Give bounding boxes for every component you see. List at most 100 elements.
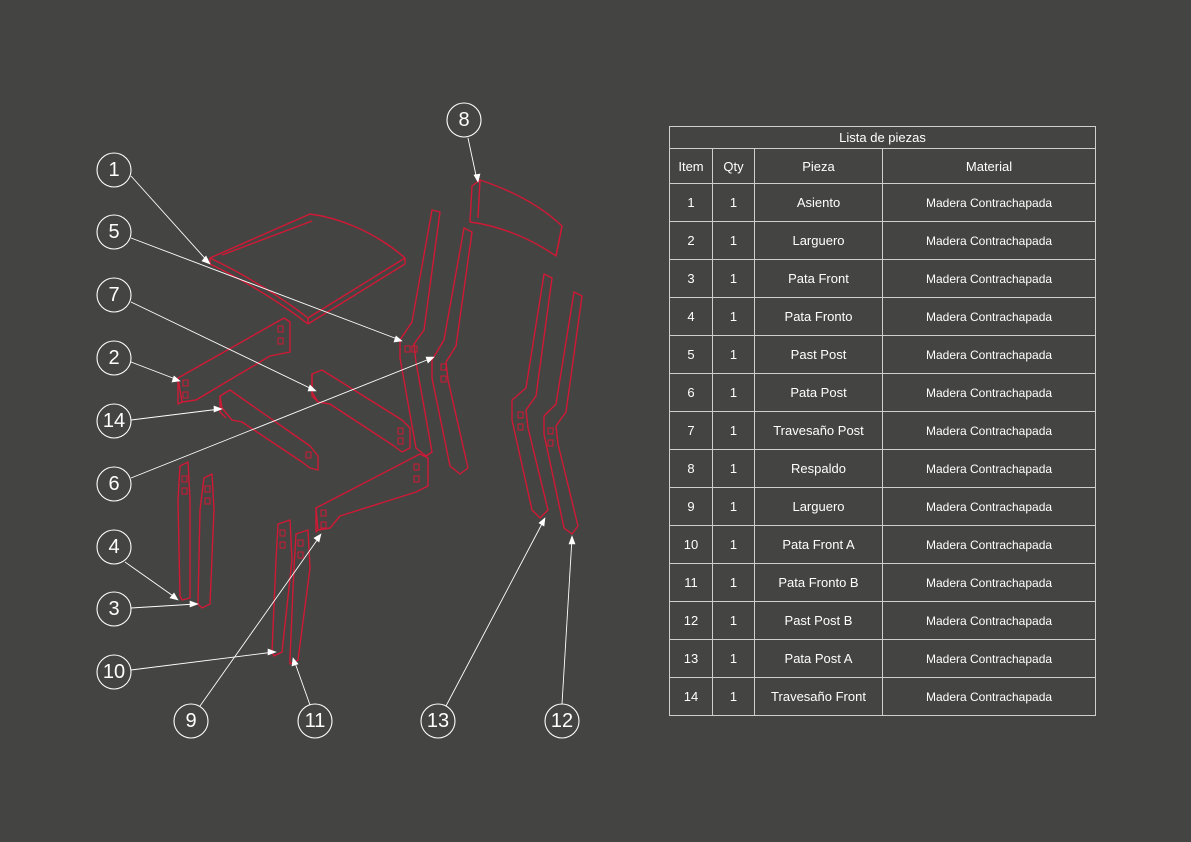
- cell-material: Madera Contrachapada: [881, 487, 1097, 526]
- part-asiento: [209, 213, 406, 325]
- part-larguero-9: [315, 453, 429, 533]
- header-qty: Qty: [712, 148, 755, 184]
- cell-piece: Travesaño Front: [754, 677, 883, 716]
- balloon-3: 3: [96, 591, 132, 627]
- cell-qty: 1: [712, 449, 755, 488]
- cell-piece: Past Post: [754, 335, 883, 374]
- cell-qty: 1: [712, 639, 755, 678]
- svg-text:12: 12: [551, 710, 573, 732]
- header-piece: Pieza: [754, 148, 883, 184]
- part-past-post: [399, 209, 441, 457]
- cell-piece: Pata Fronto B: [754, 563, 883, 602]
- svg-text:3: 3: [108, 598, 119, 620]
- balloon-2: 2: [96, 340, 132, 376]
- cell-piece: Respaldo: [754, 449, 883, 488]
- balloon-1: 1: [96, 152, 132, 188]
- cell-item: 11: [669, 563, 713, 602]
- svg-text:8: 8: [458, 109, 469, 131]
- cell-item: 13: [669, 639, 713, 678]
- cell-material: Madera Contrachapada: [881, 525, 1097, 564]
- cell-piece: Pata Fronto: [754, 297, 883, 336]
- cell-piece: Past Post B: [754, 601, 883, 640]
- cell-qty: 1: [712, 677, 755, 716]
- cell-item: 4: [669, 297, 713, 336]
- part-travesano-post: [311, 369, 411, 453]
- cell-piece: Larguero: [754, 487, 883, 526]
- cell-item: 8: [669, 449, 713, 488]
- part-respaldo: [469, 179, 563, 257]
- balloon-11: 11: [297, 703, 333, 739]
- svg-text:10: 10: [103, 661, 125, 683]
- cell-qty: 1: [712, 373, 755, 412]
- part-larguero-2: [177, 317, 291, 405]
- cell-material: Madera Contrachapada: [881, 563, 1097, 602]
- part-pata-fronto: [197, 473, 215, 609]
- balloon-10: 10: [96, 654, 132, 690]
- svg-text:9: 9: [185, 710, 196, 732]
- header-item: Item: [669, 148, 713, 184]
- part-past-post-b: [543, 291, 583, 535]
- cell-qty: 1: [712, 601, 755, 640]
- cell-piece: Larguero: [754, 221, 883, 260]
- cell-item: 6: [669, 373, 713, 412]
- cell-material: Madera Contrachapada: [881, 449, 1097, 488]
- cell-item: 7: [669, 411, 713, 450]
- svg-text:11: 11: [305, 710, 326, 732]
- balloon-4: 4: [96, 529, 132, 565]
- part-travesano-front: [219, 389, 319, 471]
- cell-material: Madera Contrachapada: [881, 639, 1097, 678]
- cell-piece: Asiento: [754, 183, 883, 222]
- balloon-7: 7: [96, 277, 132, 313]
- cell-item: 10: [669, 525, 713, 564]
- cell-qty: 1: [712, 259, 755, 298]
- cell-qty: 1: [712, 335, 755, 374]
- cell-piece: Pata Post A: [754, 639, 883, 678]
- cell-material: Madera Contrachapada: [881, 677, 1097, 716]
- cell-material: Madera Contrachapada: [881, 259, 1097, 298]
- svg-text:2: 2: [108, 347, 119, 369]
- balloon-14: 14: [96, 403, 132, 439]
- cell-item: 9: [669, 487, 713, 526]
- cell-item: 14: [669, 677, 713, 716]
- cell-material: Madera Contrachapada: [881, 297, 1097, 336]
- cell-material: Madera Contrachapada: [881, 335, 1097, 374]
- cell-qty: 1: [712, 487, 755, 526]
- svg-text:1: 1: [108, 159, 119, 181]
- part-pata-front: [177, 461, 191, 601]
- part-pata-post: [431, 227, 473, 475]
- cell-qty: 1: [712, 525, 755, 564]
- cell-qty: 1: [712, 297, 755, 336]
- parts-list-title: Lista de piezas: [668, 126, 1097, 149]
- parts-list-table: Lista de piezas Item Qty Pieza Material …: [668, 126, 1097, 716]
- cell-piece: Pata Front A: [754, 525, 883, 564]
- cell-material: Madera Contrachapada: [881, 183, 1097, 222]
- cell-item: 1: [669, 183, 713, 222]
- cell-material: Madera Contrachapada: [881, 411, 1097, 450]
- svg-text:6: 6: [108, 473, 119, 495]
- cell-piece: Travesaño Post: [754, 411, 883, 450]
- cell-piece: Pata Post: [754, 373, 883, 412]
- leader-lines: [124, 137, 576, 707]
- cell-material: Madera Contrachapada: [881, 373, 1097, 412]
- svg-text:14: 14: [103, 410, 125, 432]
- svg-text:4: 4: [108, 536, 119, 558]
- cell-qty: 1: [712, 183, 755, 222]
- cell-material: Madera Contrachapada: [881, 221, 1097, 260]
- balloon-5: 5: [96, 214, 132, 250]
- balloon-9: 9: [173, 703, 209, 739]
- cell-item: 2: [669, 221, 713, 260]
- part-pata-post-a: [511, 273, 553, 519]
